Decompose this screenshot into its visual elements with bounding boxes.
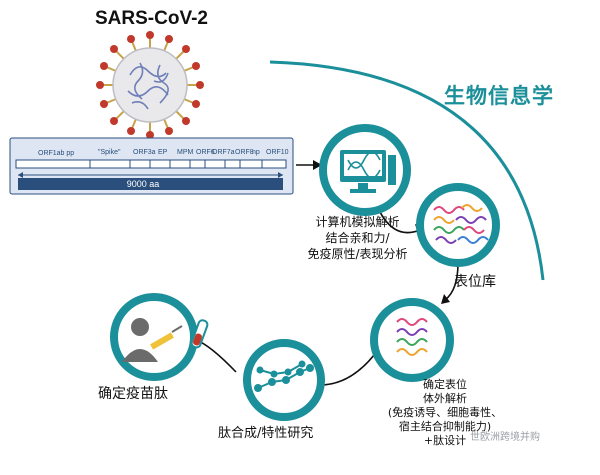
genome-segment-label: "Spike" bbox=[98, 149, 121, 156]
confirm-epitope-text: 确定表位 体外解析 (免疫诱导、细胞毒性、 宿主结合抑制能力) +肽设计 bbox=[370, 378, 520, 448]
computer-analysis-text: 计算机模拟解析 结合亲和力/ 免疫原性/表现分析 bbox=[290, 214, 425, 262]
arrow-synthesis-to-vaccine bbox=[195, 339, 237, 373]
confirm-epitope-line: +肽设计 bbox=[423, 434, 467, 447]
page-title: SARS-CoV-2 bbox=[95, 8, 208, 29]
genome-segment-label: ORF8 bbox=[235, 149, 254, 156]
computer-node bbox=[319, 124, 411, 216]
genome-map bbox=[9, 137, 294, 195]
arrow-epitope-to-synthesis bbox=[319, 349, 379, 386]
computer-analysis-line: 计算机模拟解析 bbox=[315, 215, 400, 229]
confirm-epitope-line: 宿主结合抑制能力) bbox=[398, 420, 492, 433]
genome-segment-label: MPM bbox=[177, 149, 194, 156]
confirm-epitope-line: 体外解析 bbox=[423, 392, 467, 405]
genome-segment-label: ORF10 bbox=[266, 149, 289, 156]
computer-analysis-line: 免疫原性/表现分析 bbox=[307, 247, 408, 261]
genome-segment-label: ORF7a bbox=[212, 149, 235, 156]
genome-segment-label: ORF6 bbox=[196, 149, 215, 156]
arrow-computer-to-library bbox=[379, 211, 421, 234]
section-label-bioinformatics: 生物信息学 bbox=[444, 84, 554, 108]
epitope-library-label: 表位库 bbox=[454, 274, 496, 290]
confirm-epitope-line: (免疫诱导、细胞毒性、 bbox=[387, 406, 503, 419]
virus-illustration bbox=[96, 31, 204, 139]
computer-analysis-line: 结合亲和力/ bbox=[325, 231, 390, 245]
watermark: 世欧洲跨境并购 bbox=[470, 432, 540, 443]
genome-length-label: 9000 aa bbox=[126, 179, 160, 189]
genome-segment-label: ORF1ab pp bbox=[38, 150, 75, 157]
peptide-synthesis-node bbox=[243, 339, 325, 421]
genome-segment-label: ORF3a bbox=[133, 149, 156, 156]
genome-segment-label: EP bbox=[158, 149, 168, 156]
peptide-synthesis-label: 肽合成/特性研究 bbox=[218, 426, 314, 441]
vaccine-node bbox=[110, 293, 209, 381]
confirm-epitope-line: 确定表位 bbox=[423, 378, 467, 391]
vaccine-peptide-label: 确定疫苗肽 bbox=[98, 386, 168, 402]
bioinformatics-arc bbox=[269, 60, 545, 281]
genome-segment-label: np bbox=[252, 149, 260, 156]
confirm-epitope-node bbox=[370, 298, 454, 382]
epitope-library-node bbox=[416, 183, 500, 267]
